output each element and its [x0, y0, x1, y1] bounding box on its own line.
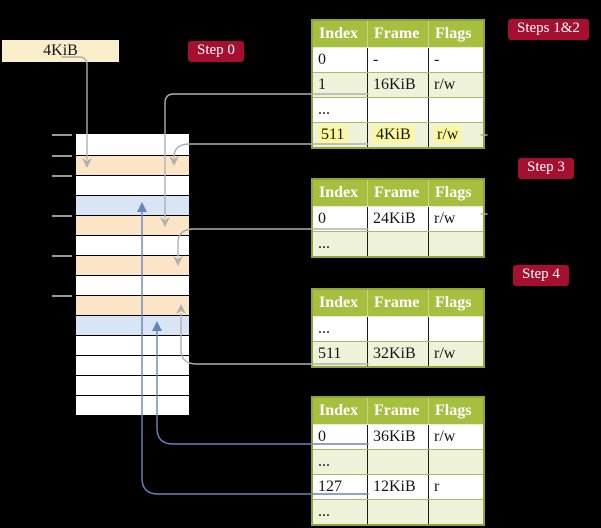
header-cell-frame: Frame — [367, 180, 428, 206]
table-cell — [428, 450, 483, 474]
table-cell: 4KiB — [367, 123, 428, 147]
table-cell — [428, 317, 483, 341]
header-cell-index: Index — [319, 294, 359, 311]
memory-row — [76, 276, 189, 296]
memory-row — [76, 256, 189, 276]
memory-row — [76, 336, 189, 356]
table-cell — [428, 500, 483, 524]
table-cell: 32KiB — [367, 342, 428, 366]
table-cell: 1 — [318, 76, 326, 93]
step4-badge: Step 4 — [513, 265, 569, 286]
table-row: ... — [313, 97, 483, 122]
table-cell: r/w — [428, 207, 483, 231]
table-row: 511 32KiB r/w — [313, 341, 483, 366]
table-cell: 16KiB — [367, 73, 428, 97]
memory-row — [76, 296, 189, 316]
table-row: ... — [313, 499, 483, 524]
header-cell-flags: Flags — [428, 398, 483, 424]
table-cell — [367, 232, 428, 256]
table-row: 0 - - — [313, 48, 483, 72]
table-row: 1 16KiB r/w — [313, 72, 483, 97]
header-cell-flags: Flags — [428, 290, 483, 316]
highlight: 511 — [318, 126, 348, 143]
table-cell: 36KiB — [367, 425, 428, 449]
table-row: ... — [313, 317, 483, 341]
table-cell — [367, 317, 428, 341]
table-header-row: Index Frame Flags — [313, 180, 483, 207]
memory-tick — [52, 215, 72, 217]
table-row: 127 12KiB r — [313, 474, 483, 499]
header-cell-frame: Frame — [367, 21, 428, 47]
header-cell-frame: Frame — [367, 290, 428, 316]
table-cell: r — [428, 475, 483, 499]
table-row: 0 24KiB r/w — [313, 207, 483, 231]
memory-tick — [52, 255, 72, 257]
memory-row — [76, 396, 189, 415]
table-cell: 511 — [313, 123, 367, 147]
step3-badge: Step 3 — [518, 158, 574, 179]
table-cell: 127 — [318, 478, 342, 495]
table-cell: ... — [318, 453, 330, 470]
memory-column — [75, 133, 190, 416]
table-cell: ... — [318, 235, 330, 252]
memory-row — [76, 236, 189, 256]
table-cell: 24KiB — [367, 207, 428, 231]
table-cell: r/w — [428, 425, 483, 449]
table-cell: 511 — [318, 345, 342, 362]
memory-row — [76, 134, 189, 156]
header-cell-index: Index — [319, 184, 359, 201]
table-cell: - — [367, 48, 428, 72]
memory-row — [76, 176, 189, 196]
table-cell: 12KiB — [367, 475, 428, 499]
table-cell: ... — [318, 101, 330, 118]
table-cell: r/w — [428, 73, 483, 97]
table-cell — [367, 450, 428, 474]
table-row-highlighted: 511 4KiB r/w — [313, 122, 483, 147]
table-cell: 0 — [318, 51, 326, 68]
page-table-step-4b: Index Frame Flags 0 36KiB r/w ... 127 12… — [311, 396, 485, 526]
frame-size-box: 4KiB — [2, 40, 119, 62]
table-header-row: Index Frame Flags — [313, 290, 483, 317]
table-header-row: Index Frame Flags — [313, 21, 483, 48]
table-cell — [428, 98, 483, 122]
memory-tick — [52, 295, 72, 297]
memory-tick — [52, 134, 72, 136]
table-cell: ... — [318, 503, 330, 520]
table-cell: ... — [318, 320, 330, 337]
table-cell: - — [428, 48, 483, 72]
table-cell: r/w — [428, 123, 483, 147]
table-row: ... — [313, 231, 483, 256]
page-table-steps-1-2: Index Frame Flags 0 - - 1 16KiB r/w ... … — [311, 19, 485, 149]
memory-row — [76, 376, 189, 396]
page-table-step-4a: Index Frame Flags ... 511 32KiB r/w — [311, 288, 485, 368]
table-row: 0 36KiB r/w — [313, 425, 483, 449]
memory-row — [76, 156, 189, 176]
table-cell: 0 — [318, 428, 326, 445]
table-cell — [367, 98, 428, 122]
table-cell: 0 — [318, 210, 326, 227]
table-cell — [367, 500, 428, 524]
memory-tick — [52, 175, 72, 177]
memory-row — [76, 356, 189, 376]
steps12-badge: Steps 1&2 — [508, 19, 589, 40]
table-row: ... — [313, 449, 483, 474]
header-cell-index: Index — [319, 402, 359, 419]
memory-tick — [52, 155, 72, 157]
table-cell — [428, 232, 483, 256]
highlight: r/w — [434, 126, 462, 143]
header-cell-index: Index — [319, 25, 359, 42]
header-cell-flags: Flags — [428, 180, 483, 206]
memory-row — [76, 216, 189, 236]
header-cell-frame: Frame — [367, 398, 428, 424]
highlight: 4KiB — [373, 126, 414, 143]
table-header-row: Index Frame Flags — [313, 398, 483, 425]
memory-row — [76, 316, 189, 336]
table-cell: r/w — [428, 342, 483, 366]
page-table-step-3: Index Frame Flags 0 24KiB r/w ... — [311, 178, 485, 258]
memory-row — [76, 196, 189, 216]
header-cell-flags: Flags — [428, 21, 483, 47]
step0-badge: Step 0 — [188, 41, 244, 62]
